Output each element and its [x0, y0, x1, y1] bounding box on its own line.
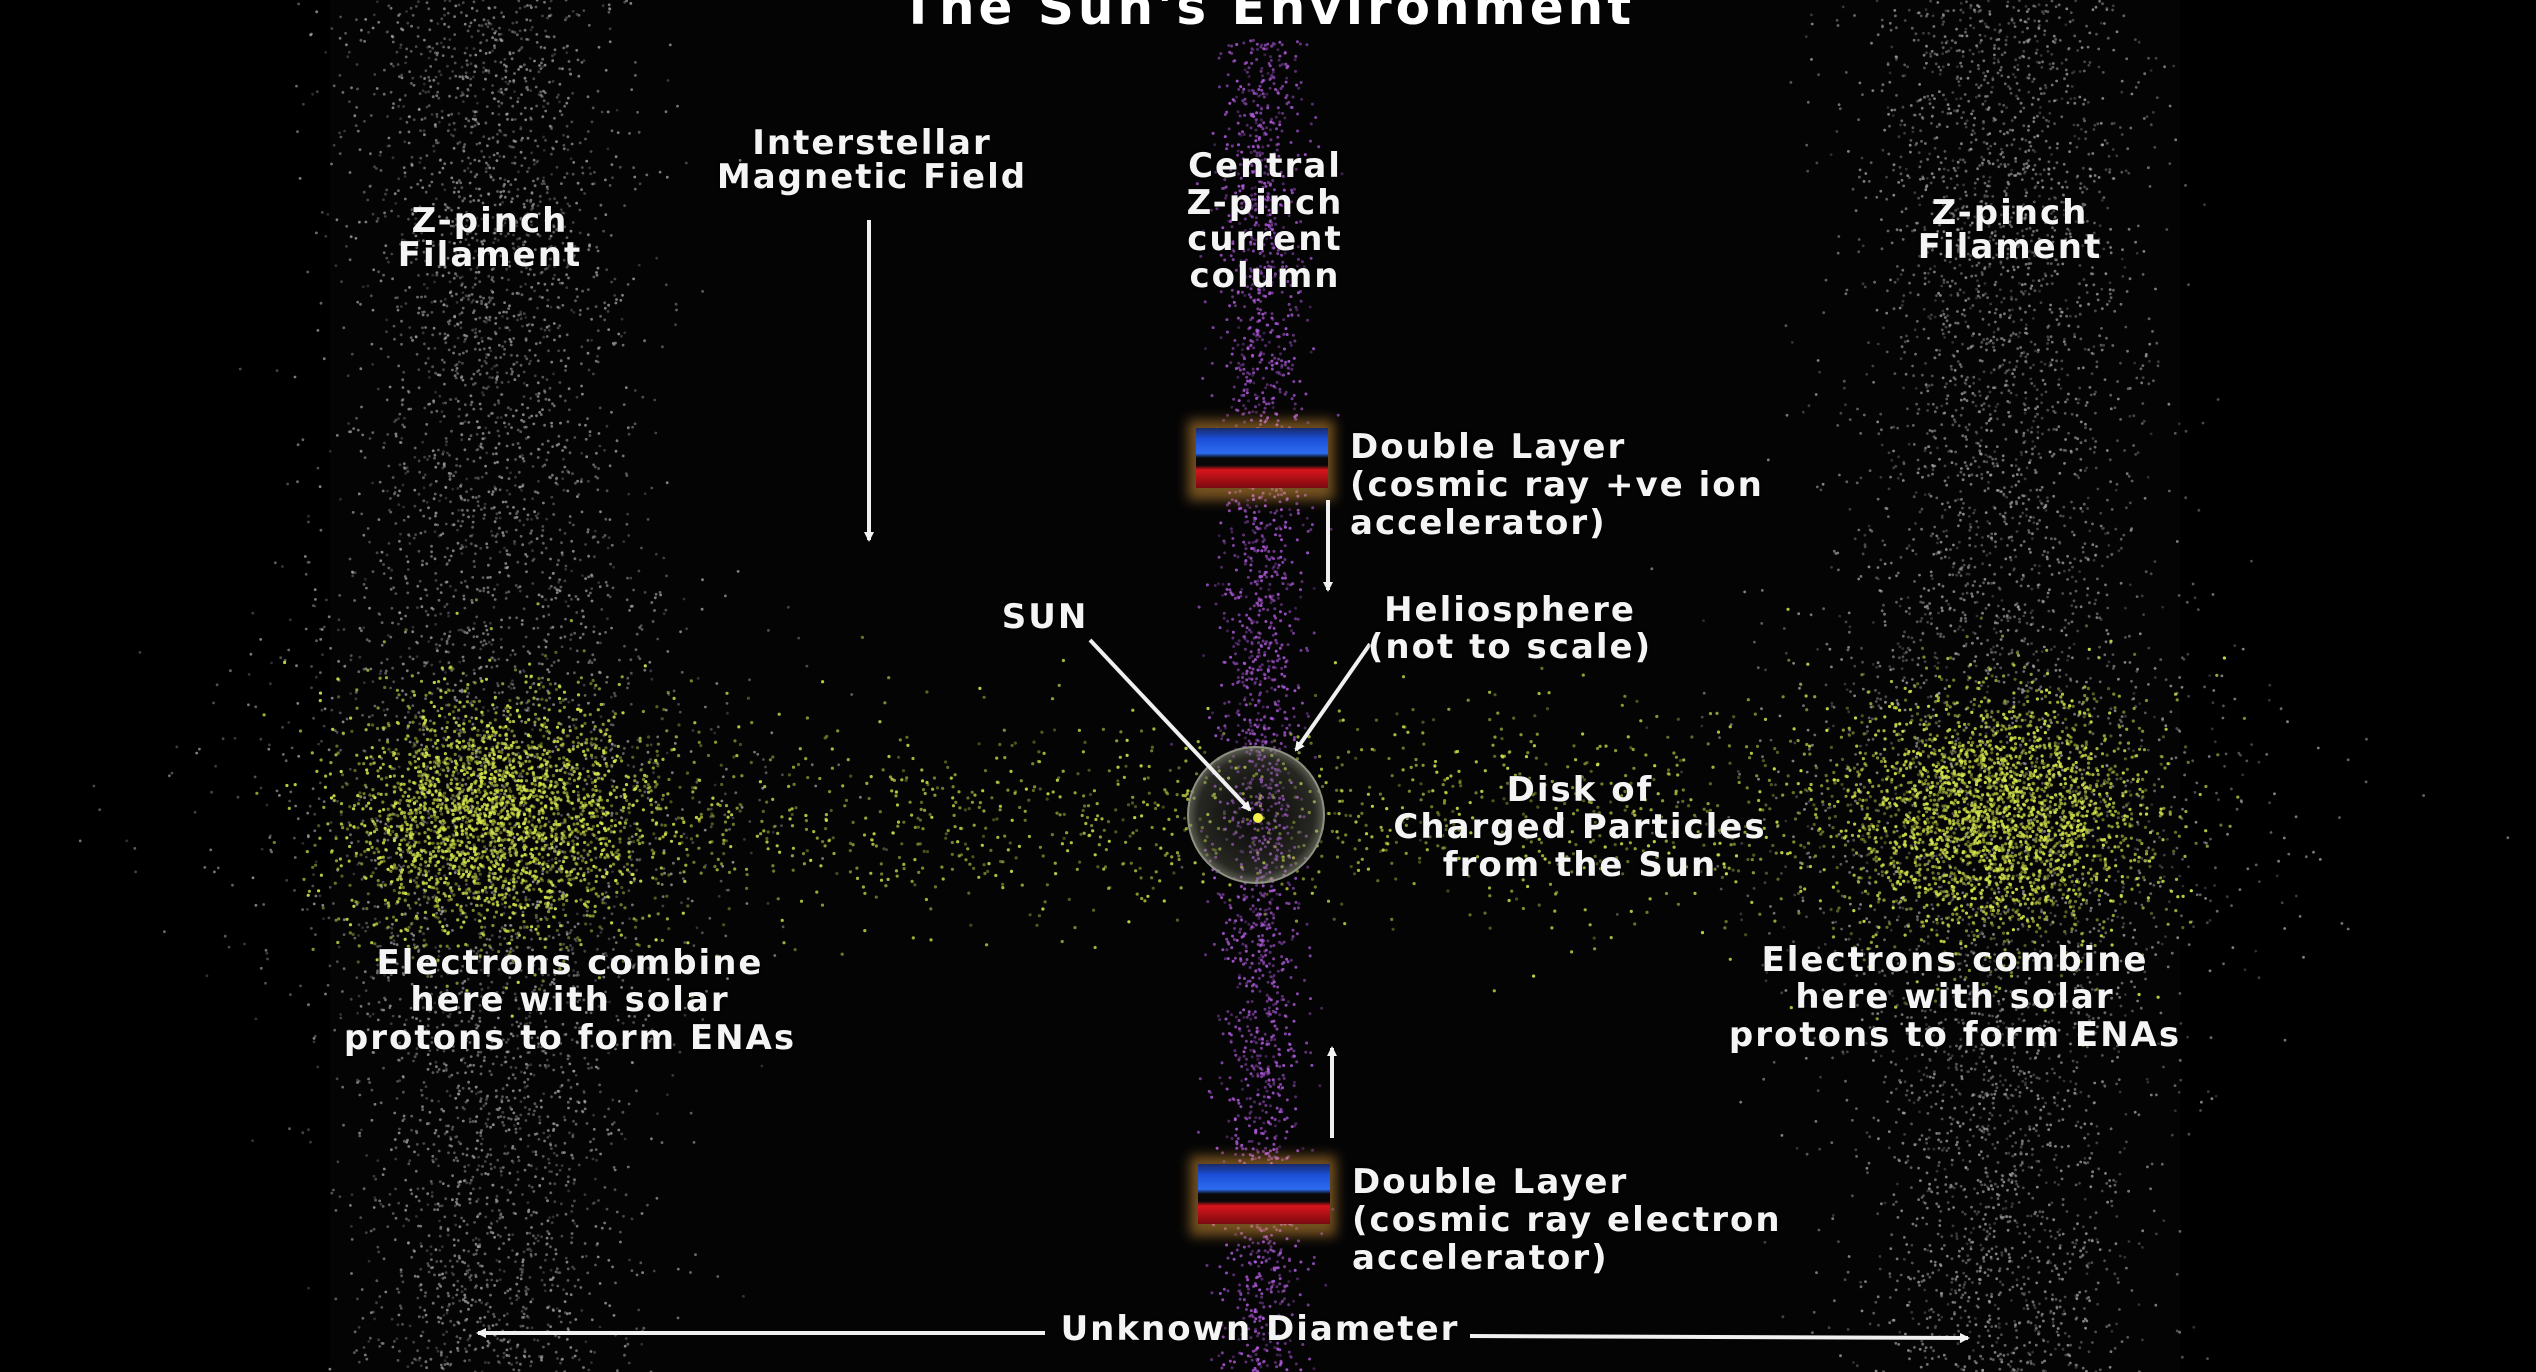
filament-right-label: Z-pinch Filament	[1917, 193, 2103, 267]
double-layer-top-label: Double Layer (cosmic ray +ve ion acceler…	[1350, 427, 1764, 544]
diagram-background	[330, 0, 2180, 1372]
filament-left-label: Z-pinch Filament	[397, 201, 583, 275]
disk-label: Disk of Charged Particles from the Sun	[1393, 770, 1767, 885]
double-layer-bottom	[1190, 1156, 1336, 1236]
diameter-arrow-right	[1469, 1332, 1970, 1343]
double-layer-top	[1188, 420, 1334, 500]
z-pinch-filament-left	[78, 0, 1184, 1372]
ena-left-label: Electrons combine here with solar proton…	[343, 943, 797, 1058]
sun-label: SUN	[1001, 597, 1089, 637]
heliosphere-pointer-arrow	[1294, 642, 1372, 752]
sun-pointer-arrow	[1088, 638, 1252, 812]
diameter-label: Unknown Diameter	[1060, 1309, 1460, 1349]
sun-dot	[1253, 813, 1263, 823]
diagram-title: The Sun's Environment	[900, 0, 1636, 36]
z-pinch-filament-right	[1419, 0, 2510, 1372]
ena-right-label: Electrons combine here with solar proton…	[1728, 940, 2182, 1055]
heliosphere-label: Heliosphere (not to scale)	[1367, 590, 1653, 667]
interstellar-field-label: Interstellar Magnetic Field	[716, 123, 1028, 197]
central-column-label: Central Z-pinch current column	[1186, 146, 1344, 297]
double-layer-bottom-label: Double Layer (cosmic ray electron accele…	[1352, 1162, 1782, 1279]
